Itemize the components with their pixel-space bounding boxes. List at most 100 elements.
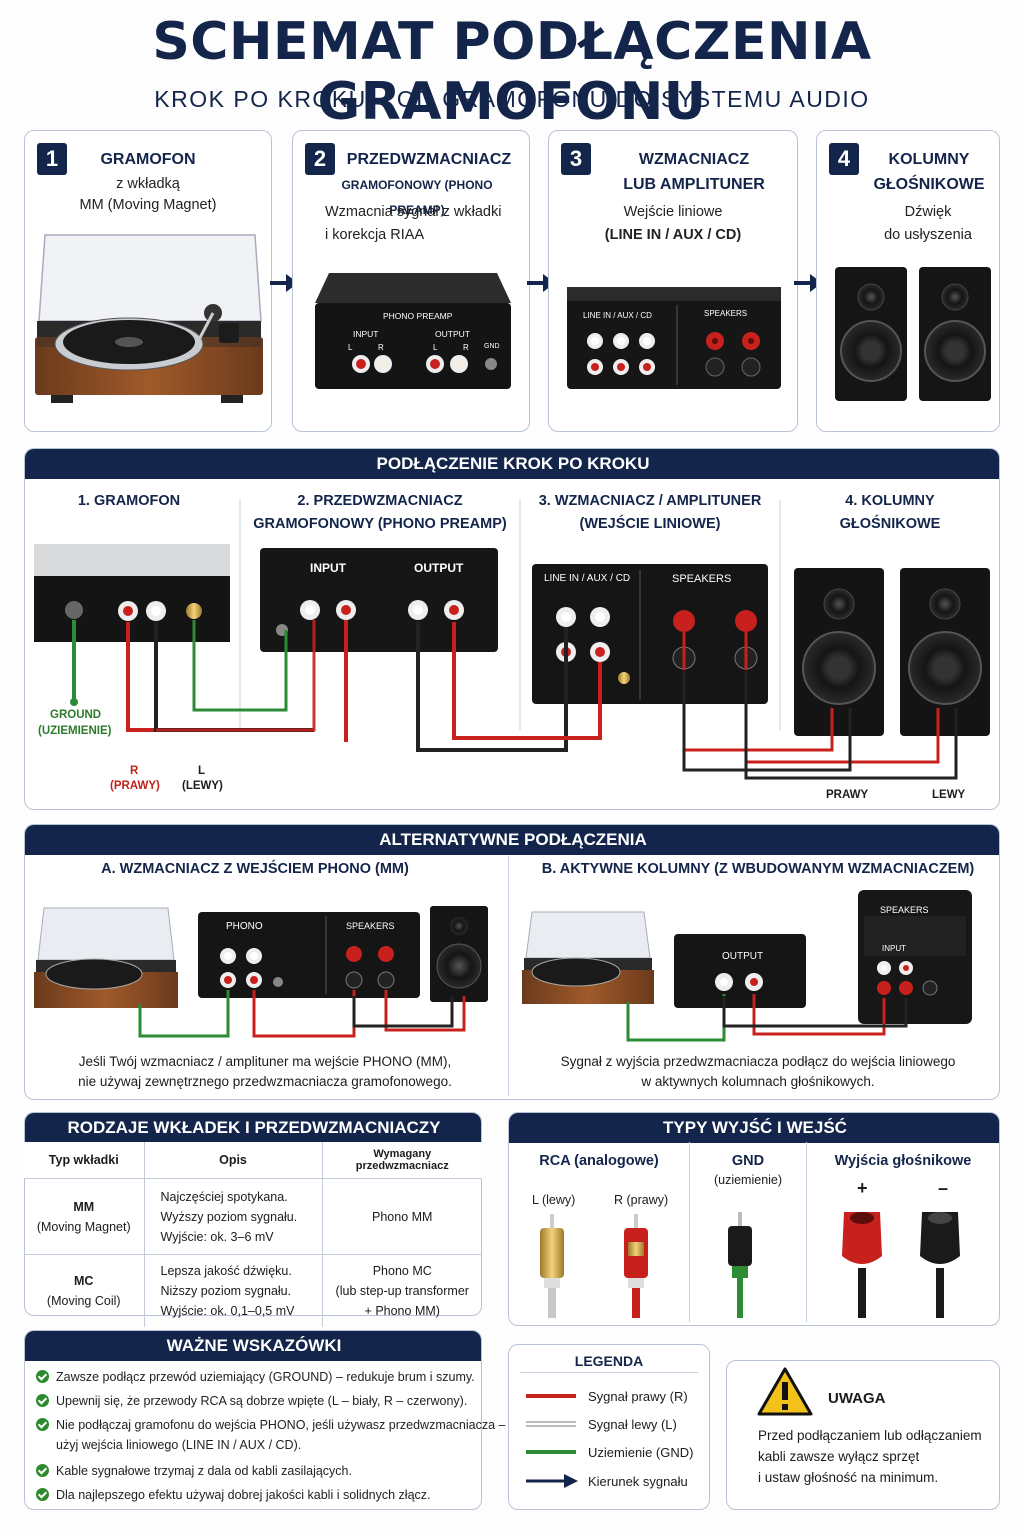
tip-item: użyj wejścia liniowego (LINE IN / AUX / …: [56, 1438, 302, 1452]
alt-a-text-2: nie używaj zewnętrznego przedwzmacniacza…: [78, 1074, 452, 1089]
speakers-illustration: [835, 267, 991, 401]
cell-desc: Wyższy poziom sygnału.: [160, 1209, 298, 1224]
speaker-left-label: LEWY: [932, 789, 966, 801]
step-card-2: 2 PRZEDWZMACNIACZ GRAMOFONOWY (PHONO PRE…: [292, 130, 530, 432]
legend-title: LEGENDA: [574, 1353, 644, 1369]
legend-line-red: [526, 1394, 576, 1398]
device-label: SPEAKERS: [672, 573, 732, 585]
column-header: Opis: [144, 1142, 323, 1179]
column-title-speakers-2: GŁOŚNIKOWE: [839, 516, 941, 532]
alternatives-section: ALTERNATYWNE PODŁĄCZENIA: [24, 824, 1000, 1100]
right-label: R: [130, 765, 139, 777]
left-label: L: [198, 765, 206, 777]
step-number: 4: [829, 143, 859, 175]
step-desc: do usłyszenia: [884, 227, 972, 243]
legend-arrow-icon: [526, 1474, 578, 1488]
cell-type-2: (Moving Magnet): [36, 1219, 131, 1234]
column-header: Typ wkładki: [24, 1142, 145, 1179]
legend-line-white: [526, 1421, 576, 1427]
divider: [508, 856, 509, 1096]
column-title-turntable: 1. GRAMOFON: [77, 493, 181, 509]
divider: [520, 1372, 698, 1373]
check-icon: [36, 1370, 49, 1383]
tip-item: Upewnij się, że przewody RCA są dobrze w…: [56, 1394, 468, 1408]
device-label: INPUT: [353, 329, 379, 339]
ground-label: GROUND: [50, 709, 102, 721]
section-header: PODŁĄCZENIE KROK PO KROKU: [25, 449, 999, 479]
check-icon: [36, 1394, 49, 1407]
alt-a-title: A. WZMACNIACZ Z WEJŚCIEM PHONO (MM): [101, 861, 409, 877]
step-desc: z wkładką: [116, 176, 180, 192]
cell-type-2: (Moving Coil): [46, 1294, 121, 1308]
tip-item: Zawsze podłącz przewód uziemiający (GROU…: [56, 1370, 475, 1384]
device-label: R: [378, 343, 384, 352]
legend-item: Uziemienie (GND): [588, 1445, 694, 1460]
device-label: SPEAKERS: [704, 309, 748, 318]
step-desc: Wejście liniowe: [623, 204, 723, 220]
step-number: 1: [37, 143, 67, 175]
column-title-speakers: 4. KOLUMNY: [845, 493, 935, 509]
device-label: OUTPUT: [435, 329, 470, 339]
step-desc: Dźwięk: [904, 204, 952, 220]
legend-item: Sygnał prawy (R): [588, 1389, 688, 1404]
io-gnd-title: GND: [731, 1153, 765, 1169]
column-title-preamp-2: GRAMOFONOWY (PHONO PREAMP): [253, 516, 507, 532]
phono-preamp-illustration: [315, 273, 511, 389]
section-header: TYPY WYJŚĆ I WEJŚĆ: [509, 1113, 999, 1143]
cell-required: Phono MC: [372, 1264, 432, 1278]
plus-label: +: [857, 1178, 868, 1198]
warning-text: i ustaw głośność na minimum.: [758, 1470, 939, 1485]
step-number: 3: [561, 143, 591, 175]
device-label: PHONO PREAMP: [383, 311, 453, 321]
cell-desc: Najczęściej spotykana.: [160, 1189, 288, 1204]
alt-b-diagram: [522, 890, 972, 1042]
alt-a-text: Jeśli Twój wzmacniacz / amplituner ma we…: [78, 1054, 452, 1069]
cell-desc: Wyjście: ok. 0,1–0,5 mV: [160, 1304, 295, 1318]
warning-text: kabli zawsze wyłącz sprzęt: [758, 1449, 920, 1464]
device-label: LINE IN / AUX / CD: [583, 311, 652, 320]
io-rca-right: R (prawy): [614, 1193, 669, 1207]
section-header: ALTERNATYWNE PODŁĄCZENIA: [25, 825, 999, 855]
device-label: SPEAKERS: [880, 905, 929, 915]
column-header: Wymagany przedwzmacniacz: [322, 1142, 482, 1179]
alt-b-title: B. AKTYWNE KOLUMNY (Z WBUDOWANYM WZMACNI…: [541, 861, 975, 877]
right-label-2: (PRAWY): [110, 780, 160, 792]
cell-type: MM: [73, 1199, 95, 1214]
alt-a-diagram: [34, 906, 488, 1038]
warning-text: Przed podłączaniem lub odłączaniem: [758, 1428, 982, 1443]
legend-item: Sygnał lewy (L): [588, 1417, 677, 1432]
table-row: MM (Moving Magnet) Najczęściej spotykana.…: [24, 1178, 482, 1255]
device-label: OUTPUT: [414, 561, 464, 575]
cell-required: (lub step-up transformer: [335, 1284, 469, 1298]
step-card-4: 4 KOLUMNY GŁOŚNIKOWE Dźwięk do usłyszeni…: [816, 130, 1000, 432]
step-title: GRAMOFON: [100, 151, 196, 168]
step-title-2: GŁOŚNIKOWE: [873, 176, 985, 193]
step-desc: i korekcja RIAA: [325, 227, 425, 243]
speaker-right-label: PRAWY: [826, 789, 869, 801]
cell-type: MC: [74, 1274, 94, 1288]
device-label: OUTPUT: [722, 951, 764, 962]
io-rca-title: RCA (analogowe): [539, 1153, 659, 1169]
column-title-preamp: 2. PRZEDWZMACNIACZ: [297, 493, 463, 509]
connection-diagram: [34, 500, 990, 780]
alt-b-text: Sygnał z wyjścia przedwzmacniacza podłąc…: [560, 1054, 956, 1069]
section-header: RODZAJE WKŁADEK I PRZEDWZMACNIACZY: [25, 1113, 481, 1143]
device-label: PHONO: [226, 921, 263, 932]
io-gnd-subtitle: (uziemienie): [713, 1173, 783, 1187]
step-card-3: 3 WZMACNIACZ LUB AMPLITUNER Wejście lini…: [548, 130, 798, 432]
amplifier-illustration: [567, 287, 781, 389]
left-label-2: (LEWY): [182, 780, 223, 792]
divider: [806, 1142, 807, 1322]
device-label: L: [348, 343, 353, 352]
device-label: INPUT: [310, 561, 346, 575]
step-desc: MM (Moving Magnet): [79, 197, 217, 213]
cell-desc: Wyjście: ok. 3–6 mV: [160, 1229, 274, 1244]
table-row: MC(Moving Coil) Lepsza jakość dźwięku.Ni…: [24, 1254, 482, 1327]
minus-label: –: [938, 1178, 949, 1198]
step-desc: (LINE IN / AUX / CD): [604, 227, 742, 243]
io-rca-left: L (lewy): [532, 1193, 576, 1207]
tips-section: WAŻNE WSKAZÓWKI: [24, 1330, 482, 1510]
check-icon: [36, 1488, 49, 1501]
step-number: 2: [305, 143, 335, 175]
device-label: L: [433, 343, 438, 352]
